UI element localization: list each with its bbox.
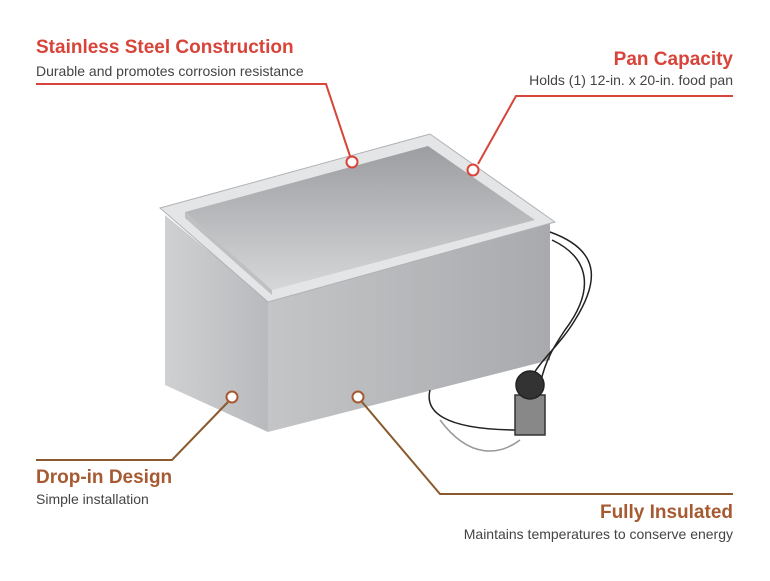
feature-subtitle-insulated: Maintains temperatures to conserve energ… (463, 526, 733, 542)
callout-lines (36, 83, 733, 495)
feature-subtitle-drop-in: Simple installation (36, 491, 149, 507)
feature-title-pan-capacity: Pan Capacity (613, 49, 733, 70)
feature-title-insulated: Fully Insulated (599, 502, 733, 523)
feature-subtitle-stainless: Durable and promotes corrosion resistanc… (36, 63, 304, 79)
food-well-body (158, 133, 557, 432)
feature-title-stainless: Stainless Steel Construction (36, 37, 294, 58)
feature-title-drop-in: Drop-in Design (36, 467, 173, 488)
thermostat-wiring (428, 231, 593, 452)
callout-markers (225, 155, 480, 404)
feature-subtitle-pan-capacity: Holds (1) 12-in. x 20-in. food pan (529, 72, 733, 88)
